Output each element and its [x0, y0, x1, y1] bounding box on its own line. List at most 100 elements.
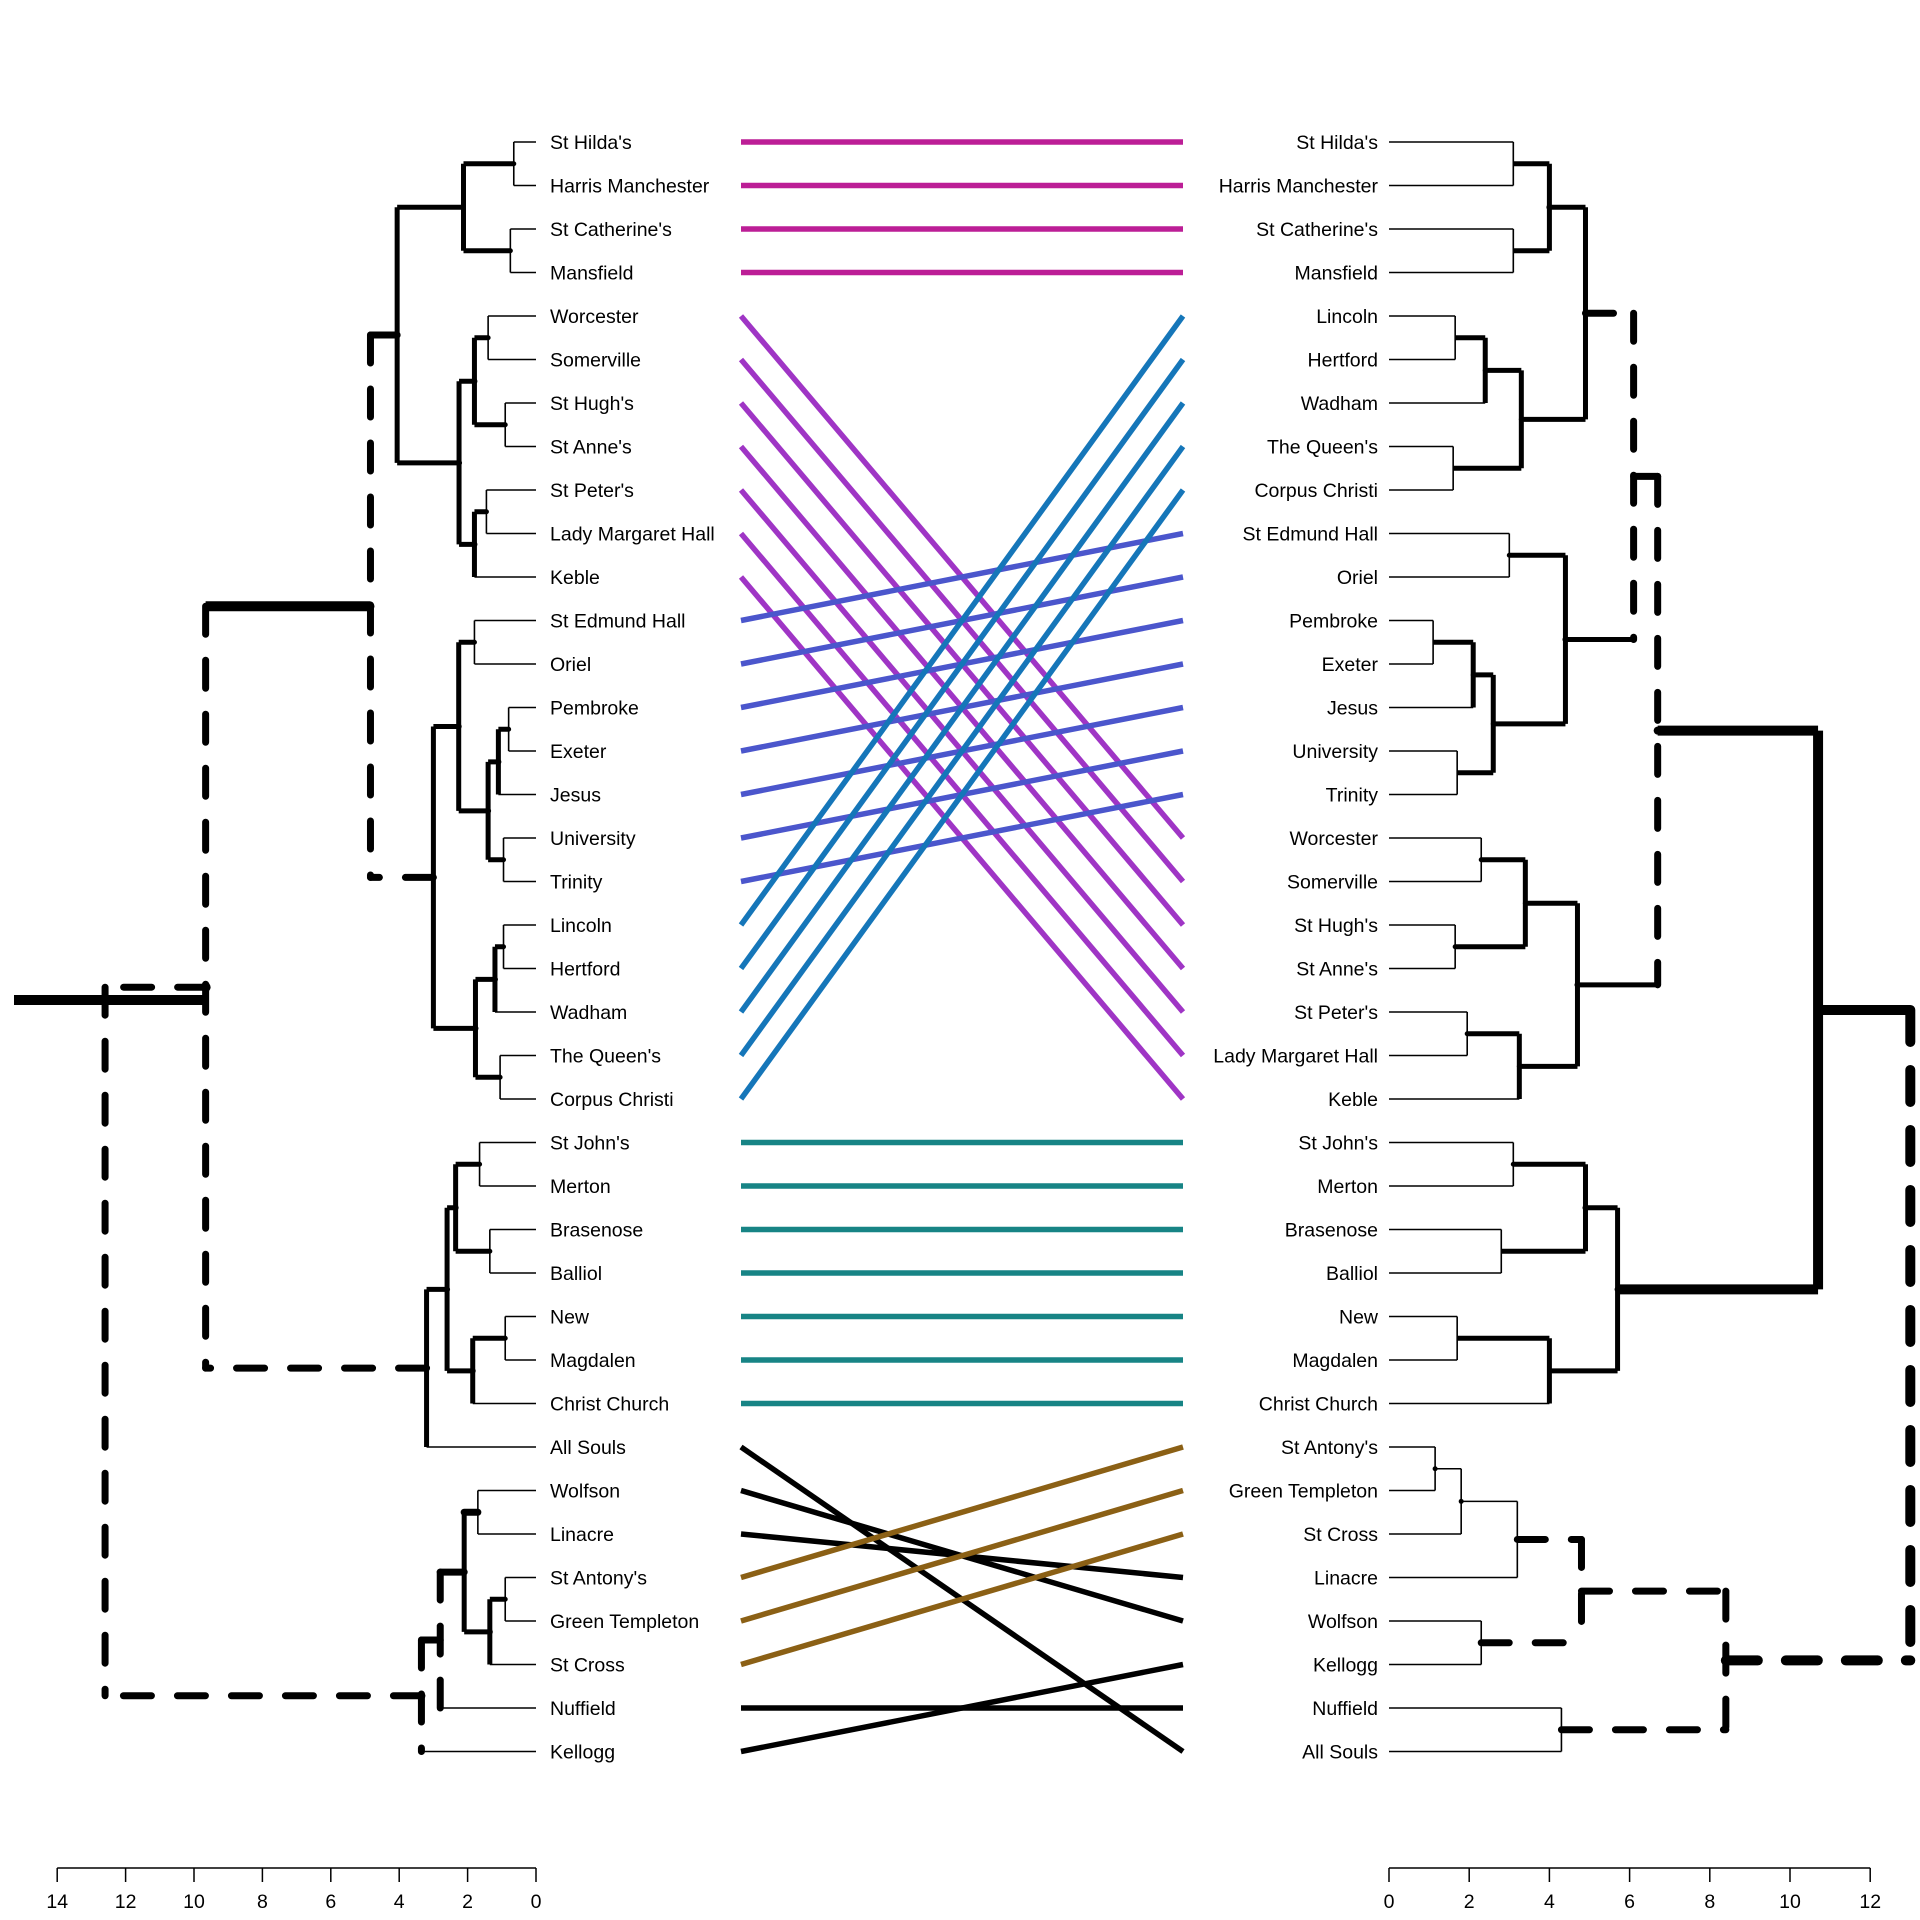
- right-leaf-label: New: [1339, 1307, 1379, 1329]
- right-leaf-label: Balliol: [1326, 1263, 1378, 1285]
- right-leaf-label: St Peter's: [1294, 1002, 1378, 1024]
- left-leaf-label: Trinity: [550, 872, 603, 894]
- left-axis-tick-label: 10: [183, 1891, 205, 1913]
- right-leaf-label: Linacre: [1314, 1568, 1378, 1590]
- connection-line: [740, 1661, 1184, 1755]
- left-leaf-label: St Hugh's: [550, 393, 634, 415]
- right-leaf-label: University: [1292, 741, 1378, 763]
- left-leaf-label: Lincoln: [550, 915, 612, 937]
- left-leaf-label: St Peter's: [550, 480, 634, 502]
- left-leaf-label: St Catherine's: [550, 219, 672, 241]
- left-leaf-label: Kellogg: [550, 1742, 615, 1764]
- connection-line: [738, 357, 1186, 971]
- right-leaf-label: Exeter: [1322, 654, 1379, 676]
- right-leaf-label: Oriel: [1337, 567, 1378, 589]
- connection-line: [740, 1444, 1184, 1581]
- right-leaf-label: Brasenose: [1285, 1220, 1378, 1242]
- left-leaf-label: Pembroke: [550, 698, 639, 720]
- left-leaf-label: St Edmund Hall: [550, 611, 685, 633]
- right-leaf-label: Kellogg: [1313, 1655, 1378, 1677]
- left-axis-tick-label: 4: [394, 1891, 405, 1913]
- left-leaf-label: Magdalen: [550, 1350, 636, 1372]
- left-leaf-label: Christ Church: [550, 1394, 669, 1416]
- right-dendrogram: [1389, 141, 1916, 1753]
- right-leaf-label: St Hugh's: [1294, 915, 1378, 937]
- left-axis-tick-label: 0: [531, 1891, 542, 1913]
- left-leaf-label: Green Templeton: [550, 1611, 699, 1633]
- right-leaf-label: Keble: [1328, 1089, 1378, 1111]
- left-leaf-label: Mansfield: [550, 263, 633, 285]
- left-leaf-label: Corpus Christi: [550, 1089, 674, 1111]
- left-leaf-label: Linacre: [550, 1524, 614, 1546]
- right-axis-tick-label: 8: [1704, 1891, 1715, 1913]
- right-leaf-label: Lincoln: [1316, 306, 1378, 328]
- right-leaf-label: St Antony's: [1281, 1437, 1378, 1459]
- right-axis-tick-label: 0: [1384, 1891, 1395, 1913]
- right-leaf-label: St Hilda's: [1296, 132, 1378, 154]
- right-axis-tick-label: 4: [1544, 1891, 1555, 1913]
- right-leaf-label: Somerville: [1287, 872, 1378, 894]
- left-leaf-label: St Hilda's: [550, 132, 632, 154]
- right-leaf-label: St John's: [1298, 1133, 1378, 1155]
- left-axis-tick-label: 6: [325, 1891, 336, 1913]
- right-axis-tick-label: 6: [1624, 1891, 1635, 1913]
- left-leaf-label: Exeter: [550, 741, 607, 763]
- connection-line: [740, 1531, 1184, 1668]
- left-leaf-label: Worcester: [550, 306, 639, 328]
- right-leaf-label: St Cross: [1303, 1524, 1378, 1546]
- right-leaf-label: Pembroke: [1289, 611, 1378, 633]
- left-leaf-label: Harris Manchester: [550, 176, 710, 198]
- left-leaf-label: Jesus: [550, 785, 601, 807]
- right-leaf-label: St Catherine's: [1256, 219, 1378, 241]
- right-axis-tick-label: 12: [1859, 1891, 1881, 1913]
- left-leaf-label: Balliol: [550, 1263, 602, 1285]
- left-leaf-label: Merton: [550, 1176, 611, 1198]
- right-leaf-label: Harris Manchester: [1219, 176, 1379, 198]
- right-axis-tick-label: 10: [1779, 1891, 1801, 1913]
- left-leaf-label: St Cross: [550, 1655, 625, 1677]
- right-leaf-label: Nuffield: [1312, 1698, 1378, 1720]
- left-leaf-label: Keble: [550, 567, 600, 589]
- left-axis-tick-label: 14: [46, 1891, 68, 1913]
- left-leaf-label: St Anne's: [550, 437, 632, 459]
- right-leaf-label: Corpus Christi: [1254, 480, 1378, 502]
- left-axis-tick-label: 12: [115, 1891, 137, 1913]
- right-leaf-label: Christ Church: [1259, 1394, 1378, 1416]
- left-leaf-label: St John's: [550, 1133, 630, 1155]
- left-leaf-label: Lady Margaret Hall: [550, 524, 715, 546]
- right-leaf-label: The Queen's: [1267, 437, 1378, 459]
- left-dendrogram: [14, 141, 536, 1755]
- left-axis-tick-label: 2: [462, 1891, 473, 1913]
- right-leaf-label: Green Templeton: [1229, 1481, 1378, 1503]
- left-leaf-label: Oriel: [550, 654, 591, 676]
- left-leaf-label: Wolfson: [550, 1481, 620, 1503]
- left-axis-tick-label: 8: [257, 1891, 268, 1913]
- connection-line: [738, 314, 1186, 927]
- right-leaf-label: Wadham: [1301, 393, 1378, 415]
- right-leaf-label: Trinity: [1326, 785, 1379, 807]
- left-leaf-label: University: [550, 828, 636, 850]
- left-leaf-label: Somerville: [550, 350, 641, 372]
- right-leaf-label: St Edmund Hall: [1243, 524, 1378, 546]
- right-leaf-label: St Anne's: [1296, 959, 1378, 981]
- right-height-axis: 0 2 4 6 8 10 12: [1384, 1867, 1881, 1913]
- right-leaf-label: Mansfield: [1295, 263, 1378, 285]
- right-leaf-label: Magdalen: [1292, 1350, 1378, 1372]
- right-leaf-label: Lady Margaret Hall: [1213, 1046, 1378, 1068]
- right-axis-tick-label: 2: [1464, 1891, 1475, 1913]
- right-leaf-label: Hertford: [1308, 350, 1378, 372]
- connection-line: [738, 488, 1186, 1101]
- left-leaf-label: New: [550, 1307, 590, 1329]
- connection-line: [738, 444, 1186, 1058]
- left-leaf-label: All Souls: [550, 1437, 626, 1459]
- connection-line: [740, 1487, 1184, 1624]
- right-leaf-label: Wolfson: [1308, 1611, 1378, 1633]
- right-leaf-label: Merton: [1317, 1176, 1378, 1198]
- left-leaf-label: Nuffield: [550, 1698, 616, 1720]
- right-leaf-label: Worcester: [1290, 828, 1379, 850]
- right-leaf-label: Jesus: [1327, 698, 1378, 720]
- right-leaf-label: All Souls: [1302, 1742, 1378, 1764]
